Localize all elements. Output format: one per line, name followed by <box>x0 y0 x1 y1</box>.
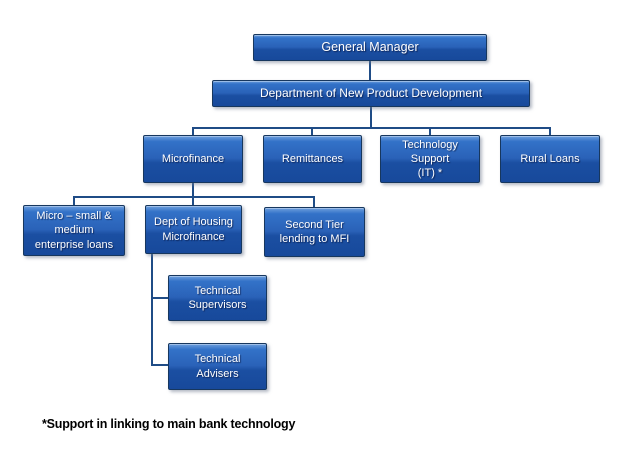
org-node-label: Remittances <box>281 152 344 165</box>
org-node-label: Micro – small & medium enterprise loans <box>34 210 114 251</box>
org-node-label: Technology Support (IT) * <box>402 138 458 180</box>
org-node-technical-advisers: Technical Advisers <box>168 343 267 390</box>
org-node-rural-loans: Rural Loans <box>500 135 600 183</box>
connector-microfinance-to-bus <box>192 183 194 206</box>
org-node-technology-support-it: Technology Support (IT) * <box>380 135 480 183</box>
org-node-general-manager: General Manager <box>253 34 487 61</box>
connector-drop-microfinance <box>192 127 194 136</box>
org-node-dept-of-housing-microfinance: Dept of Housing Microfinance <box>145 205 242 254</box>
org-node-label: Second Tier lending to MFI <box>279 218 350 245</box>
org-node-second-tier-lending-to-mfi: Second Tier lending to MFI <box>264 207 365 257</box>
connector-drop-remittances <box>311 127 313 136</box>
org-node-label: General Manager <box>321 40 419 55</box>
connector-stub-technical-advisers <box>151 364 169 366</box>
footnote-text: *Support in linking to main bank technol… <box>42 417 296 431</box>
connector-dept-to-bus <box>370 106 372 128</box>
connector-bus-level4 <box>73 196 315 198</box>
connector-stub-technical-supervisors <box>151 297 169 299</box>
org-node-label: Technical Supervisors <box>188 284 247 311</box>
org-node-label: Department of New Product Development <box>259 85 483 100</box>
connector-gm-to-dept <box>369 61 371 81</box>
org-node-label: Microfinance <box>161 152 225 165</box>
org-node-label: Technical Advisers <box>194 353 241 380</box>
connector-drop-rural-loans <box>549 127 551 136</box>
org-node-remittances: Remittances <box>263 135 362 183</box>
connector-drop-technology-support <box>429 127 431 136</box>
org-node-microfinance: Microfinance <box>143 135 243 183</box>
connector-housing-vertical <box>151 254 153 366</box>
connector-drop-micro-small <box>73 196 75 206</box>
org-node-technical-supervisors: Technical Supervisors <box>168 275 267 321</box>
org-node-label: Rural Loans <box>520 152 580 165</box>
org-node-micro-small-medium-enterprise-loans: Micro – small & medium enterprise loans <box>23 205 125 256</box>
connector-bus-level3 <box>192 127 551 129</box>
org-node-label: Dept of Housing Microfinance <box>154 216 233 243</box>
org-node-dept-new-product-development: Department of New Product Development <box>212 80 530 107</box>
connector-drop-second-tier <box>313 196 315 208</box>
